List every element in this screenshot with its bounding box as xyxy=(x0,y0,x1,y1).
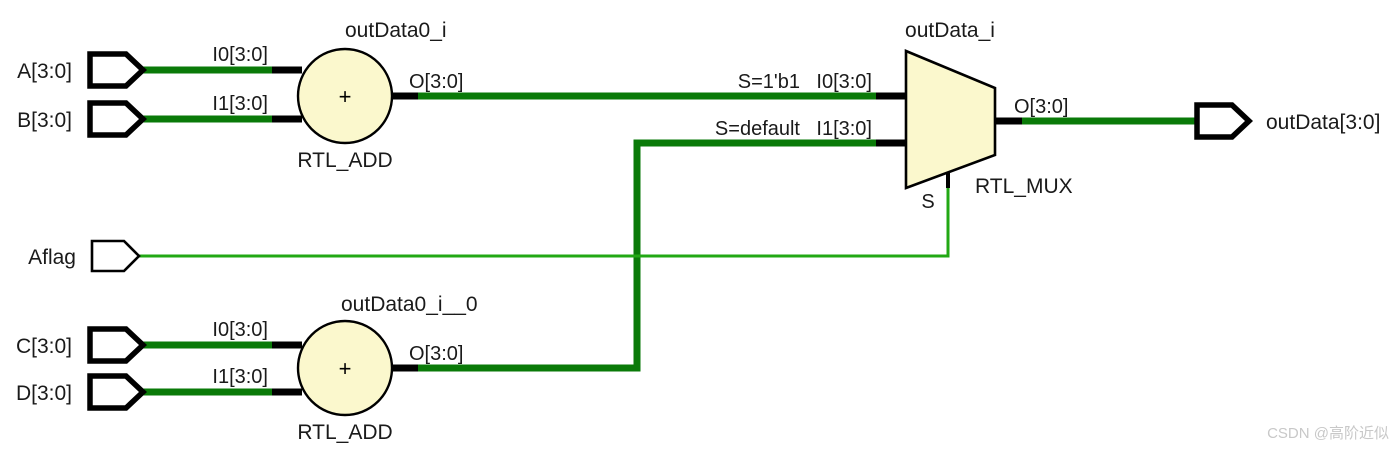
cell-adder-top[interactable]: outData0_i + RTL_ADD I0[3:0] I1[3:0] O[3… xyxy=(212,19,463,172)
input-port-aflag[interactable]: Aflag xyxy=(28,239,141,273)
input-port-d[interactable]: D[3:0] xyxy=(16,373,148,411)
pin-label-adder-bottom-i1: I1[3:0] xyxy=(212,366,268,388)
port-pentagon-icon xyxy=(87,373,148,411)
cell-adder-top-instance-label: outData0_i xyxy=(345,19,447,42)
input-port-aflag-label: Aflag xyxy=(28,246,76,269)
pin-label-adder-top-i1: I1[3:0] xyxy=(212,93,268,115)
mux-select-condition-i1: S=default xyxy=(715,118,801,140)
mux-select-condition-i0: S=1'b1 xyxy=(738,71,800,93)
input-port-c-label: C[3:0] xyxy=(16,335,72,358)
port-pentagon-icon xyxy=(87,326,148,364)
input-port-a[interactable]: A[3:0] xyxy=(17,51,148,89)
port-pentagon-icon xyxy=(87,51,148,89)
cell-mux-instance-label: outData_i xyxy=(905,19,995,42)
port-pentagon-icon xyxy=(90,239,141,273)
pin-label-adder-bottom-i0: I0[3:0] xyxy=(212,319,268,341)
csdn-watermark: CSDN @高阶近似 xyxy=(1267,425,1389,442)
input-port-b[interactable]: B[3:0] xyxy=(17,100,148,138)
mux-trapezoid-icon xyxy=(904,49,997,190)
cell-adder-bottom-type-label: RTL_ADD xyxy=(297,421,392,444)
wire-layer xyxy=(137,66,1200,396)
adder-plus-symbol: + xyxy=(339,84,352,109)
input-port-b-label: B[3:0] xyxy=(17,109,72,132)
cell-mux-type-label: RTL_MUX xyxy=(975,175,1073,198)
wire-aflag-to-mux-sel xyxy=(137,185,950,258)
pin-label-mux-i0: I0[3:0] xyxy=(816,71,872,93)
input-port-d-label: D[3:0] xyxy=(16,382,72,405)
adder-circle-icon xyxy=(296,319,394,417)
adder-circle-icon xyxy=(296,47,394,145)
cell-adder-top-type-label: RTL_ADD xyxy=(297,149,392,172)
input-port-a-label: A[3:0] xyxy=(17,60,72,83)
output-port-outdata-label: outData[3:0] xyxy=(1266,111,1380,134)
cell-adder-bottom-instance-label: outData0_i__0 xyxy=(341,293,478,316)
port-pentagon-icon xyxy=(87,100,148,138)
cell-adder-bottom[interactable]: outData0_i__0 + RTL_ADD I0[3:0] I1[3:0] … xyxy=(212,293,477,444)
input-port-c[interactable]: C[3:0] xyxy=(16,326,148,364)
port-pentagon-icon xyxy=(1194,102,1254,140)
pin-label-adder-top-out: O[3:0] xyxy=(409,71,463,93)
output-port-outdata[interactable]: outData[3:0] xyxy=(1194,102,1380,140)
pin-label-adder-top-i0: I0[3:0] xyxy=(212,44,268,66)
pin-label-mux-sel: S xyxy=(921,191,934,213)
cell-mux[interactable]: outData_i RTL_MUX I0[3:0] I1[3:0] O[3:0]… xyxy=(715,19,1073,213)
pin-label-mux-i1: I1[3:0] xyxy=(816,118,872,140)
pin-label-adder-bottom-out: O[3:0] xyxy=(409,343,463,365)
pin-label-mux-out: O[3:0] xyxy=(1014,96,1068,118)
adder-plus-symbol: + xyxy=(339,356,352,381)
